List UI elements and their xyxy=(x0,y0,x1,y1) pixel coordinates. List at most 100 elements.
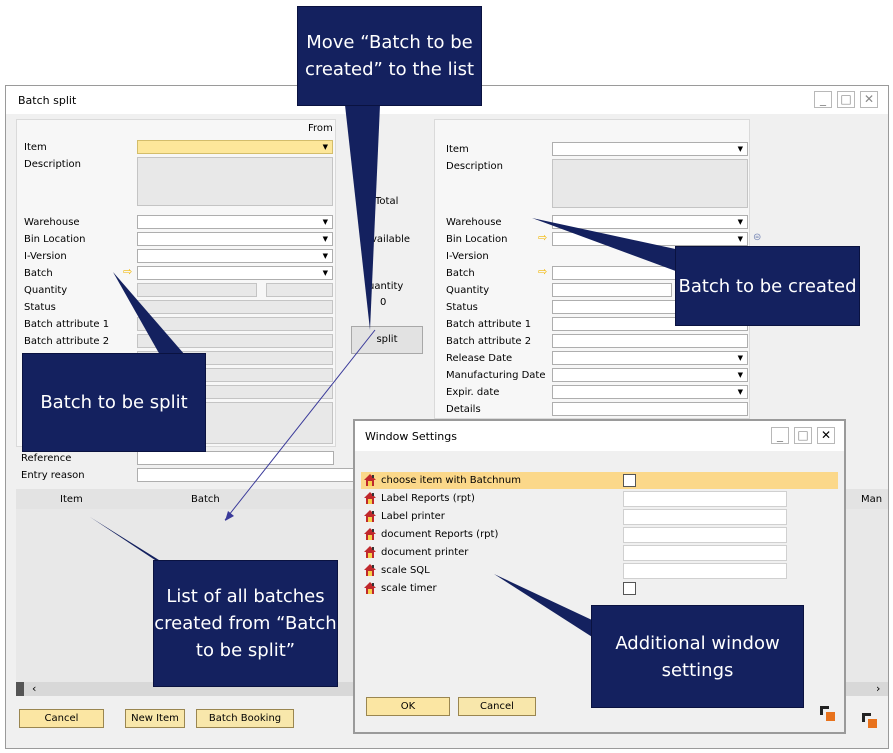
ws-setting-label: scale SQL xyxy=(381,565,430,576)
right-quantity-label: Quantity xyxy=(446,285,490,296)
house-settings-icon xyxy=(363,581,377,595)
right-batch-attribute-2-label: Batch attribute 2 xyxy=(446,336,532,347)
left-quantity-field-2 xyxy=(266,283,333,297)
close-icon[interactable]: ✕ xyxy=(860,91,878,108)
ws-setting-input[interactable] xyxy=(623,545,787,561)
available-label: vailable xyxy=(371,234,411,245)
right-manufacturing-date-label: Manufacturing Date xyxy=(446,370,546,381)
left-batch-attribute-1-label: Batch attribute 1 xyxy=(24,319,110,330)
new-item-button[interactable]: New Item xyxy=(125,709,185,728)
left-description-label: Description xyxy=(24,159,81,170)
move-line-arrowhead xyxy=(225,511,234,521)
house-settings-icon xyxy=(363,509,377,523)
right-manufacturing-date-field[interactable]: ▼ xyxy=(552,368,748,382)
right-warehouse-field[interactable]: ▼ xyxy=(552,215,748,229)
left-quantity-field xyxy=(137,283,257,297)
maximize-icon[interactable]: □ xyxy=(794,427,812,444)
right-description-label: Description xyxy=(446,161,503,172)
ws-setting-label: Label Reports (rpt) xyxy=(381,493,475,504)
right-details-label: Details xyxy=(446,404,481,415)
callout-batch-to-be-created: Batch to be created xyxy=(675,246,860,326)
split-callout-pointer xyxy=(113,272,185,355)
ws-title: Window Settings xyxy=(365,430,457,443)
move-callout-pointer xyxy=(345,105,380,330)
scroll-left-icon[interactable]: ‹ xyxy=(32,682,37,695)
right-details-field[interactable] xyxy=(552,402,748,416)
reference-field[interactable] xyxy=(137,451,334,465)
left-bin-location-label: Bin Location xyxy=(24,234,86,245)
minimize-icon[interactable]: _ xyxy=(771,427,789,444)
right-quantity-field[interactable] xyxy=(552,283,672,297)
right-item-field[interactable]: ▼ xyxy=(552,142,748,156)
grid-column-man[interactable]: Man xyxy=(861,494,883,505)
right-expir-date-field[interactable]: ▼ xyxy=(552,385,748,399)
ok-button[interactable]: OK xyxy=(366,697,450,716)
split-button[interactable]: split xyxy=(351,326,423,354)
right-status-label: Status xyxy=(446,302,478,313)
batch-booking-button[interactable]: Batch Booking xyxy=(196,709,294,728)
ws-setting-label: document Reports (rpt) xyxy=(381,529,499,540)
left-description-field xyxy=(137,157,333,206)
ws-setting-input[interactable] xyxy=(623,491,787,507)
grid-column-item[interactable]: Item xyxy=(60,494,83,505)
house-settings-icon xyxy=(363,491,377,505)
left-quantity-label: Quantity xyxy=(24,285,68,296)
left-i-version-field[interactable]: ▼ xyxy=(137,249,333,263)
quantity-middle-label: uantity xyxy=(368,281,404,292)
link-arrow-icon[interactable]: ⇨ xyxy=(538,265,548,278)
reference-label: Reference xyxy=(21,453,72,464)
from-label: From xyxy=(308,123,333,134)
left-batch-attribute-2-field xyxy=(137,334,333,348)
scrollbar-thumb[interactable] xyxy=(16,682,24,696)
house-settings-icon xyxy=(363,527,377,541)
left-warehouse-field[interactable]: ▼ xyxy=(137,215,333,229)
right-release-date-field[interactable]: ▼ xyxy=(552,351,748,365)
ws-setting-label: document printer xyxy=(381,547,469,558)
left-warehouse-label: Warehouse xyxy=(24,217,80,228)
quantity-middle-value: 0 xyxy=(380,297,387,308)
close-icon[interactable]: ✕ xyxy=(817,427,835,444)
left-batch-field[interactable]: ▼ xyxy=(137,266,333,280)
entry-reason-label: Entry reason xyxy=(21,470,85,481)
right-description-field xyxy=(552,159,748,208)
left-batch-attribute-2-label: Batch attribute 2 xyxy=(24,336,110,347)
callout-batch-to-be-split: Batch to be split xyxy=(22,353,206,452)
right-i-version-label: I-Version xyxy=(446,251,489,262)
right-expir-date-label: Expir. date xyxy=(446,387,500,398)
created-callout-pointer xyxy=(532,218,700,280)
right-batch-attribute-2-field[interactable] xyxy=(552,334,748,348)
ws-setting-label: Label printer xyxy=(381,511,445,522)
ws-setting-input[interactable] xyxy=(623,527,787,543)
callout-additional-settings: Additional window settings xyxy=(591,605,804,708)
right-batch-attribute-1-label: Batch attribute 1 xyxy=(446,319,532,330)
ws-setting-checkbox[interactable] xyxy=(623,474,636,487)
ws-cancel-button[interactable]: Cancel xyxy=(458,697,536,716)
ws-setting-checkbox[interactable] xyxy=(623,582,636,595)
right-warehouse-label: Warehouse xyxy=(446,217,502,228)
right-item-label: Item xyxy=(446,144,469,155)
callout-list-of-batches: List of all batches created from “Batch … xyxy=(153,560,338,687)
house-settings-icon xyxy=(363,473,377,487)
ws-setting-input[interactable] xyxy=(623,509,787,525)
maximize-icon[interactable]: □ xyxy=(837,91,855,108)
grid-column-batch[interactable]: Batch xyxy=(191,494,220,505)
left-bin-location-field[interactable]: ▼ xyxy=(137,232,333,246)
house-settings-icon xyxy=(363,563,377,577)
bin-info-icon[interactable]: ⊜ xyxy=(753,232,762,243)
ws-highlight-row xyxy=(361,472,838,489)
scroll-right-icon[interactable]: › xyxy=(876,682,881,695)
additional-callout-pointer xyxy=(494,574,600,642)
ws-title-bar: Window Settings _ □ ✕ xyxy=(355,421,844,451)
minimize-icon[interactable]: _ xyxy=(814,91,832,108)
left-item-field[interactable]: ▼ xyxy=(137,140,333,154)
link-arrow-icon[interactable]: ⇨ xyxy=(123,265,133,278)
sap-logo-icon xyxy=(820,706,836,722)
ws-setting-input[interactable] xyxy=(623,563,787,579)
cancel-button[interactable]: Cancel xyxy=(19,709,104,728)
ws-setting-label: choose item with Batchnum xyxy=(381,475,521,486)
right-batch-label: Batch xyxy=(446,268,475,279)
total-label: Total xyxy=(375,196,399,207)
list-callout-pointer xyxy=(90,517,175,570)
link-arrow-icon[interactable]: ⇨ xyxy=(538,231,548,244)
